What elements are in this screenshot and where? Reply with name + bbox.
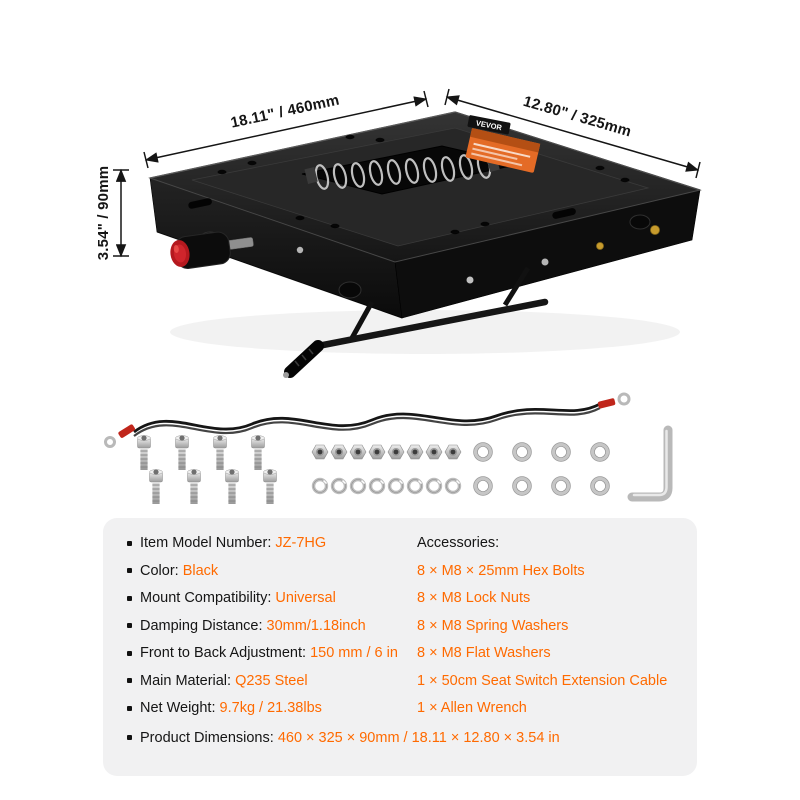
accessories-list: Accessories: 8 × M8 × 25mm Hex Bolts 8 ×…	[417, 534, 697, 727]
spec-panel: Item Model Number: JZ-7HG Color: Black M…	[103, 518, 697, 776]
accessory-text: 8 × M8 Flat Washers	[417, 645, 551, 661]
bullet-icon	[127, 678, 132, 683]
accessory-item: 8 × M8 Lock Nuts	[417, 589, 697, 607]
spec-label: Product Dimensions:	[140, 729, 278, 746]
dimension-height-label: 3.54" / 90mm	[95, 166, 112, 261]
accessory-text: 1 × 50cm Seat Switch Extension Cable	[417, 672, 668, 689]
spec-row-damping: Damping Distance: 30mm/1.18inch	[127, 617, 417, 635]
accessory-text: 8 × M8 Spring Washers	[417, 617, 569, 634]
spring-washers	[311, 477, 462, 495]
spec-row-compatibility: Mount Compatibility: Universal	[127, 589, 417, 607]
spec-text: Product Dimensions: 460 × 325 × 90mm / 1…	[140, 729, 560, 747]
spec-text: Net Weight: 9.7kg / 21.38lbs	[140, 699, 322, 717]
spec-label: Main Material:	[140, 672, 236, 689]
spec-row-adjustment: Front to Back Adjustment: 150 mm / 6 in	[127, 644, 417, 662]
spec-label: Mount Compatibility:	[140, 590, 276, 606]
spec-text: Main Material: Q235 Steel	[140, 672, 308, 690]
spec-label: Front to Back Adjustment:	[140, 645, 311, 661]
extension-cable	[104, 392, 631, 448]
accessory-item: 8 × M8 Spring Washers	[417, 617, 697, 635]
spec-value: 150 mm / 6 in	[310, 645, 398, 661]
spec-label: Item Model Number:	[140, 535, 276, 551]
accessory-item: 1 × 50cm Seat Switch Extension Cable	[417, 672, 697, 690]
spec-text: Mount Compatibility: Universal	[140, 589, 336, 607]
damping-spring	[314, 153, 492, 190]
hardware-kit	[104, 392, 673, 505]
spec-value: 460 × 325 × 90mm / 18.11 × 12.80 × 3.54 …	[277, 729, 560, 746]
dimension-depth-label: 12.80" / 325mm	[521, 93, 633, 141]
seat-swivel-base-photo: VEVOR	[148, 111, 702, 378]
product-illustration: VEVOR	[95, 88, 702, 505]
spec-text: Item Model Number: JZ-7HG	[140, 534, 326, 552]
spec-row-material: Main Material: Q235 Steel	[127, 672, 417, 690]
bullet-icon	[127, 540, 132, 546]
frame-fasteners	[296, 225, 660, 284]
bullet-icon	[127, 705, 132, 711]
dimension-annotations	[113, 88, 701, 258]
spec-value: 30mm/1.18inch	[266, 617, 366, 634]
accessory-item: 8 × M8 Flat Washers	[417, 644, 697, 662]
cable-terminal-left	[118, 424, 135, 438]
slide-release-handle	[283, 266, 549, 378]
accessory-text: 8 × M8 Lock Nuts	[417, 590, 531, 606]
accessories-title-row: Accessories:	[417, 534, 697, 552]
spec-text: Damping Distance: 30mm/1.18inch	[140, 617, 366, 635]
spec-value: Q235 Steel	[235, 672, 308, 689]
spec-row-model: Item Model Number: JZ-7HG	[127, 534, 417, 552]
spec-text: Front to Back Adjustment: 150 mm / 6 in	[140, 644, 398, 662]
product-shadow	[170, 310, 680, 354]
spec-value: 9.7kg / 21.38lbs	[219, 700, 322, 716]
spec-label: Damping Distance:	[140, 617, 267, 634]
bullet-icon	[127, 595, 132, 601]
spec-value: Universal	[275, 590, 336, 606]
allen-wrench	[627, 425, 673, 502]
cable-terminal-right	[597, 398, 616, 409]
spec-list: Item Model Number: JZ-7HG Color: Black M…	[127, 534, 417, 727]
spec-label: Net Weight:	[140, 700, 220, 716]
accessory-item: 8 × M8 × 25mm Hex Bolts	[417, 562, 697, 580]
spec-value: Black	[182, 562, 219, 579]
dimension-width-label: 18.11" / 460mm	[229, 91, 341, 131]
adjustment-knob	[170, 231, 254, 269]
lock-nuts	[311, 444, 462, 460]
spec-row-product-dimensions: Product Dimensions: 460 × 325 × 90mm / 1…	[127, 729, 697, 747]
accessory-item: 1 × Allen Wrench	[417, 699, 697, 717]
bullet-icon	[127, 623, 132, 628]
spec-row-color: Color: Black	[127, 562, 417, 580]
bullet-icon	[127, 735, 132, 740]
spec-row-weight: Net Weight: 9.7kg / 21.38lbs	[127, 699, 417, 717]
hex-bolts	[137, 434, 277, 505]
spec-text: Color: Black	[140, 562, 218, 580]
bullet-icon	[127, 650, 132, 656]
accessory-text: 8 × M8 × 25mm Hex Bolts	[417, 562, 585, 579]
spec-label: Color:	[140, 562, 183, 579]
accessories-title: Accessories:	[417, 535, 500, 551]
bullet-icon	[127, 568, 132, 573]
spec-value: JZ-7HG	[275, 535, 327, 551]
flat-washers	[471, 440, 612, 498]
accessory-text: 1 × Allen Wrench	[417, 700, 527, 716]
